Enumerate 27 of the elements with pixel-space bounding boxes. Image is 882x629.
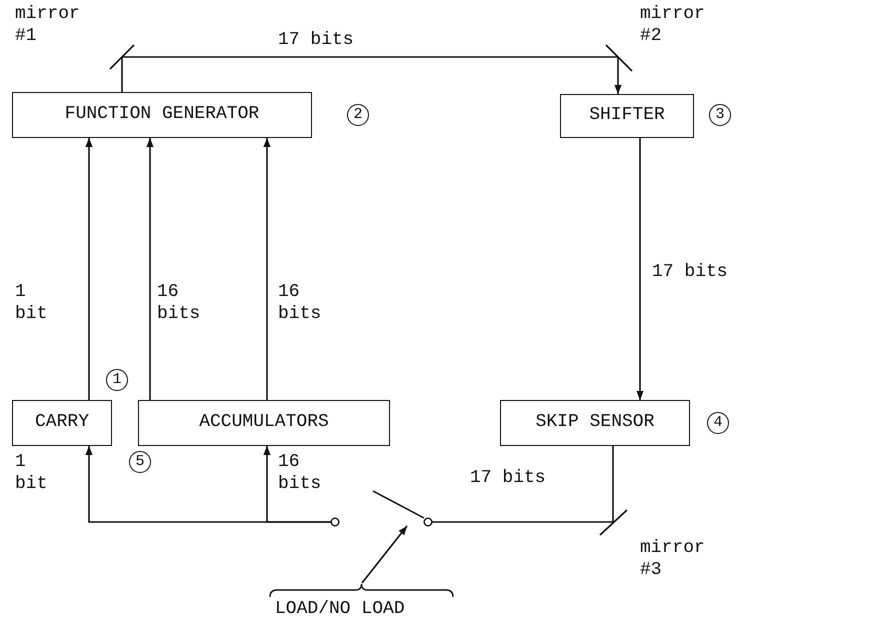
callout-number: 5	[129, 451, 151, 473]
callout-number: 1	[106, 369, 128, 391]
box-label: CARRY	[34, 413, 89, 433]
switch-label: LOAD/NO LOAD	[275, 600, 405, 620]
callout-number: 2	[347, 104, 369, 126]
connector-line	[121, 57, 123, 92]
arrow	[85, 138, 93, 400]
leader-arrow	[361, 526, 408, 584]
arrow	[614, 57, 622, 94]
box-label: FUNCTION GENERATOR	[64, 105, 260, 125]
arrow	[263, 138, 271, 400]
box-label: SKIP SENSOR	[536, 413, 654, 433]
arrow	[146, 138, 154, 400]
callout-number: 3	[709, 104, 731, 126]
arrow	[636, 138, 644, 400]
connector-line	[432, 521, 614, 523]
box-label: SHIFTER	[589, 106, 665, 126]
connector-line	[612, 446, 614, 523]
process-box	[12, 400, 112, 446]
connector-line	[122, 56, 618, 58]
box-label: ACCUMULATORS	[199, 413, 329, 433]
process-box	[500, 400, 690, 446]
arrow	[263, 446, 331, 523]
process-box	[12, 92, 312, 138]
process-box	[560, 94, 694, 138]
process-box	[138, 400, 390, 446]
callout-number: 4	[707, 412, 729, 434]
